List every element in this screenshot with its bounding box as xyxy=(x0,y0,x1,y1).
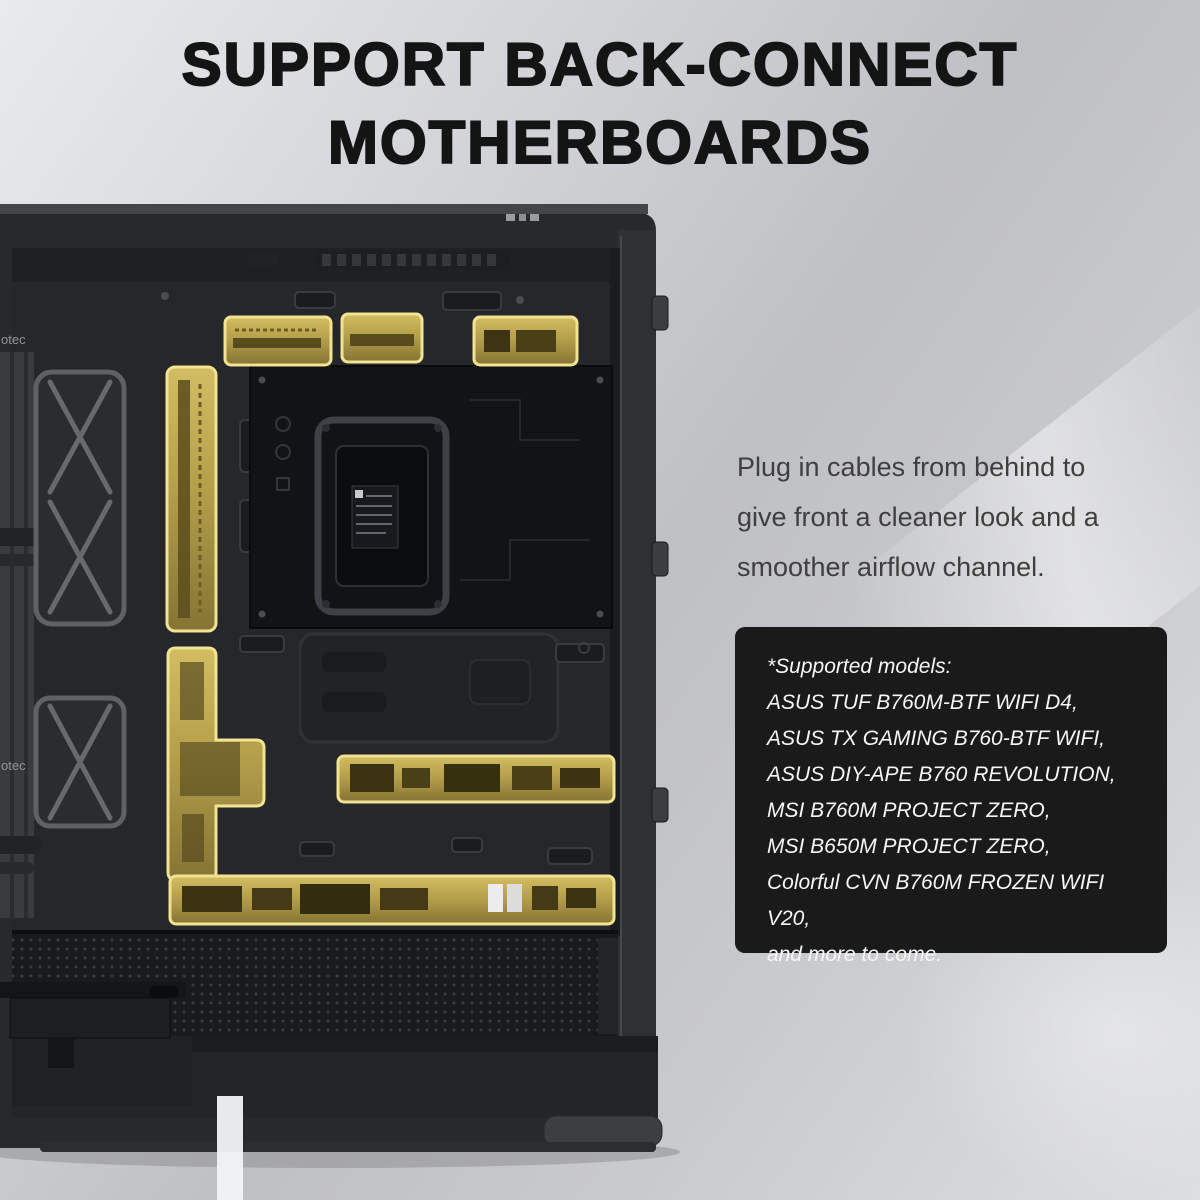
highlight-cable-zone xyxy=(166,646,266,882)
supported-model-item: ASUS TX GAMING B760-BTF WIFI, xyxy=(767,727,1105,750)
pc-case-photo: otec otec xyxy=(0,204,680,1200)
case-bottom xyxy=(12,1036,663,1152)
left-bracket-rails: otec otec xyxy=(0,332,46,918)
supported-model-item: ASUS TUF B760M-BTF WIFI D4, xyxy=(767,691,1078,714)
highlight-top-cutouts xyxy=(223,312,579,367)
background-gap-strip xyxy=(217,1096,243,1200)
supported-models-box: *Supported models: ASUS TUF B760M-BTF WI… xyxy=(735,627,1167,966)
description-line1: Plug in cables from behind to xyxy=(737,452,1086,482)
case-side-text-lower: otec xyxy=(1,758,26,773)
case-side-text-upper: otec xyxy=(1,332,26,347)
front-panel-headers xyxy=(248,250,510,270)
description-line2: give front a cleaner look and a xyxy=(737,502,1099,532)
fan-brackets xyxy=(33,369,127,829)
page-title: SUPPORT BACK-CONNECT MOTHERBOARDS xyxy=(0,26,1200,182)
supported-model-item: Colorful CVN B760M FROZEN WIFI V20, xyxy=(767,871,1105,930)
supported-models-heading: *Supported models: xyxy=(767,655,952,678)
supported-model-item: MSI B760M PROJECT ZERO, xyxy=(767,799,1051,822)
bottom-left-tray xyxy=(0,982,186,1068)
supported-model-item: and more to come. xyxy=(767,943,943,966)
description-line3: smoother airflow channel. xyxy=(737,552,1045,582)
page-title-line2: MOTHERBOARDS xyxy=(327,108,872,177)
highlight-mid-connectors xyxy=(336,754,616,804)
cpu-socket-area xyxy=(249,365,613,629)
highlight-bottom-connectors xyxy=(168,874,616,926)
supported-model-item: MSI B650M PROJECT ZERO, xyxy=(767,835,1051,858)
supported-model-item: ASUS DIY-APE B760 REVOLUTION, xyxy=(767,763,1116,786)
feature-description: Plug in cables from behind to give front… xyxy=(737,442,1167,592)
page-title-line1: SUPPORT BACK-CONNECT xyxy=(181,30,1019,99)
stamped-cable-panel xyxy=(298,632,560,744)
highlight-pcie-strip xyxy=(165,365,218,633)
